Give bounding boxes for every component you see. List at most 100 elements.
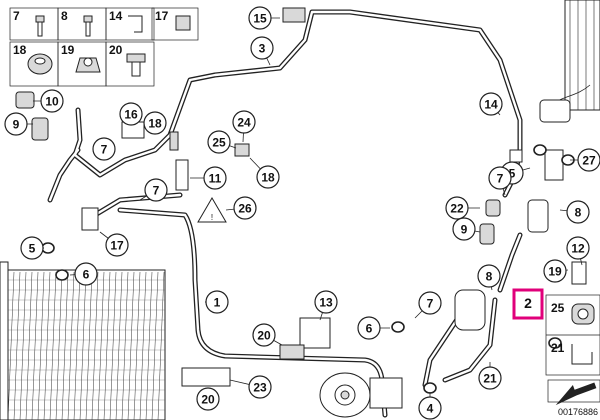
callout-label: 14: [484, 98, 498, 112]
callout-17[interactable]: 17: [99, 231, 129, 257]
o-ring-icon: [55, 269, 69, 281]
callout-1[interactable]: 1: [205, 290, 229, 314]
callout-label: 6: [366, 322, 373, 336]
callout-8[interactable]: 8: [559, 200, 590, 224]
legend-label-18: 18: [13, 43, 27, 57]
legend-label-20: 20: [109, 43, 123, 57]
callout-label: 26: [238, 202, 252, 216]
callout-21[interactable]: 21: [478, 362, 502, 390]
side-legend-label-25: 25: [551, 301, 565, 315]
callout-15[interactable]: 15: [248, 6, 280, 30]
bracket-icon: [181, 367, 231, 387]
callout-10[interactable]: 10: [33, 89, 64, 113]
callout-13[interactable]: 13: [314, 290, 338, 321]
callout-7[interactable]: 7: [488, 166, 512, 196]
fitting-icon: [15, 91, 35, 109]
callout-18[interactable]: 18: [249, 157, 280, 189]
callout-12[interactable]: 12: [566, 236, 590, 266]
valve-icon: [234, 143, 250, 157]
callout-label: 7: [153, 184, 160, 198]
pressure-switch-icon: [175, 159, 189, 191]
callout-14[interactable]: 14: [479, 92, 503, 116]
bracket-icon: [571, 261, 587, 285]
callout-6[interactable]: 6: [69, 262, 98, 286]
sensor-icon: [169, 131, 179, 151]
callout-label: 6: [83, 268, 90, 282]
hex-bolt-icon: [126, 53, 146, 77]
callout-22[interactable]: 22: [445, 196, 480, 220]
callout-7[interactable]: 7: [139, 178, 168, 202]
o-ring-icon: [548, 337, 562, 349]
bracket-icon: [544, 149, 564, 181]
callout-25[interactable]: 25: [207, 130, 237, 154]
callout-label: 19: [548, 265, 562, 279]
callout-18[interactable]: 18: [143, 111, 167, 135]
callout-label: 23: [253, 381, 267, 395]
clip-icon: [282, 7, 306, 23]
callout-label: 17: [110, 239, 124, 253]
grommet-icon: [27, 53, 53, 75]
callout-label: 13: [319, 296, 333, 310]
callout-4[interactable]: 4: [418, 392, 442, 420]
o-ring-icon: [533, 144, 547, 156]
side-legend: 25 21: [545, 294, 600, 406]
legend-label-19: 19: [61, 43, 75, 57]
callout-11[interactable]: 11: [190, 166, 227, 190]
callout-19[interactable]: 19: [543, 259, 569, 283]
callout-label: 24: [237, 116, 251, 130]
o-rings: [41, 144, 575, 394]
bracket-clip-icon: [175, 15, 191, 31]
callout-label: 3: [259, 42, 266, 56]
callout-label: 22: [450, 202, 464, 216]
callout-label: 7: [101, 143, 108, 157]
callout-23[interactable]: 23: [229, 375, 272, 399]
side-legend-label-21: 21: [551, 341, 565, 355]
callout-label: 10: [45, 95, 59, 109]
callout-label: 18: [148, 117, 162, 131]
callout-label: 9: [13, 118, 20, 132]
svg-text:!: !: [211, 213, 213, 222]
callout-label: 16: [124, 108, 138, 122]
callout-7[interactable]: 7: [92, 137, 116, 161]
callout-16[interactable]: 16: [119, 102, 143, 126]
legend-label-8: 8: [61, 9, 68, 23]
callout-label: 18: [261, 171, 275, 185]
callout-5[interactable]: 5: [20, 236, 44, 260]
callout-2-label: 2: [524, 295, 532, 311]
clamp-icon: [571, 303, 595, 325]
callout-8[interactable]: 8: [477, 264, 501, 291]
callout-label: 5: [509, 167, 516, 181]
callout-9[interactable]: 9: [452, 217, 481, 241]
callout-label: 20: [257, 329, 271, 343]
fitting-icon: [31, 117, 49, 141]
callout-label: 7: [427, 297, 434, 311]
callout-27[interactable]: 27: [570, 148, 600, 172]
fitting-icon: [509, 149, 523, 163]
clip-icon: [279, 344, 305, 360]
highlighted-callout-2[interactable]: 2: [512, 288, 544, 320]
hex-nut-icon: [75, 57, 101, 73]
bracket-icon: [571, 344, 593, 365]
fitting-icon: [479, 223, 495, 245]
bracket-icon: [299, 317, 331, 349]
legend-label-14: 14: [109, 9, 123, 23]
callout-label: 12: [571, 242, 585, 256]
callout-24[interactable]: 24: [232, 110, 256, 143]
o-ring-icon: [391, 321, 405, 333]
compressor: [319, 372, 403, 418]
callout-label: 21: [483, 372, 497, 386]
callout-20[interactable]: 20: [196, 387, 220, 411]
clip-icon: [128, 15, 143, 33]
callout-9[interactable]: 9: [4, 112, 33, 136]
callout-6[interactable]: 6: [357, 316, 390, 340]
callout-7[interactable]: 7: [414, 291, 442, 319]
callout-label: 15: [253, 12, 267, 26]
callout-20[interactable]: 20: [252, 323, 283, 347]
callout-26[interactable]: 26: [225, 196, 257, 220]
warning-label-icon: [197, 197, 227, 223]
callout-3[interactable]: 3: [250, 36, 274, 66]
